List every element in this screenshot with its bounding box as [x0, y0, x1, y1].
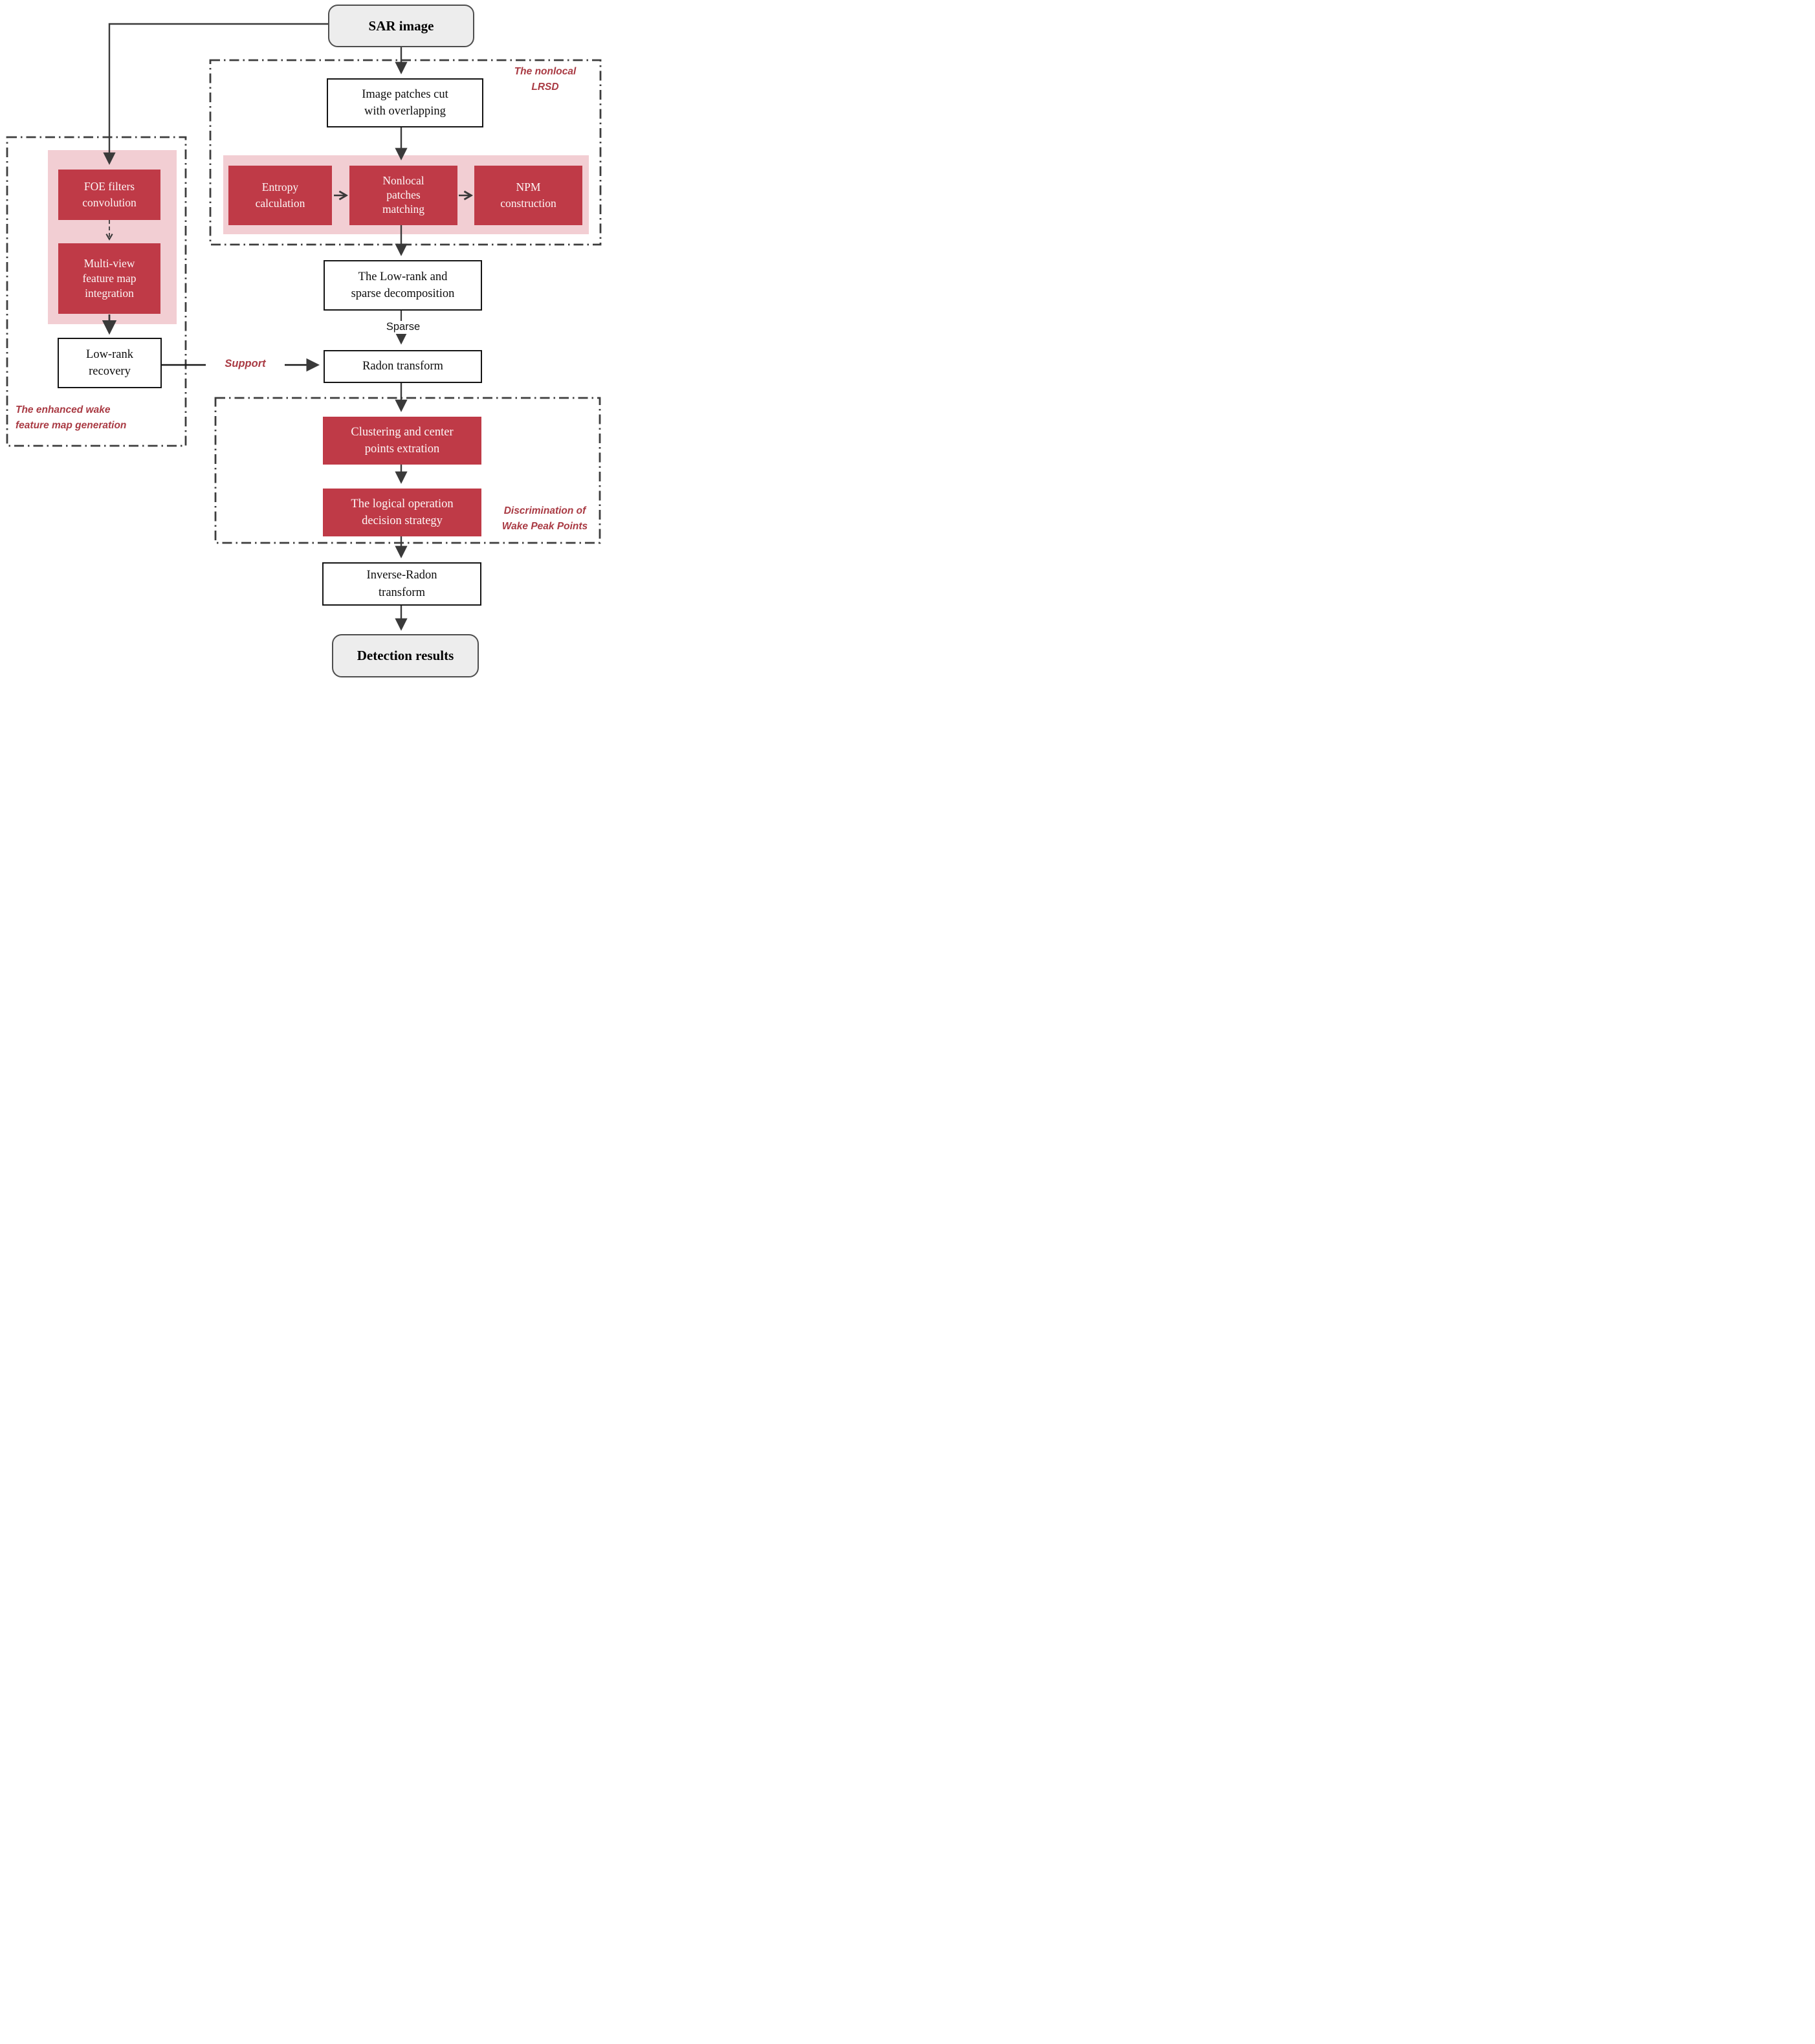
region-label-line: The nonlocal — [514, 66, 577, 77]
node-label-line: calculation — [255, 197, 305, 210]
region-label-line: The enhanced wake — [16, 404, 111, 415]
node-lowrank-recovery: Low-rank recovery — [58, 338, 162, 388]
region-label-line: feature map generation — [16, 420, 127, 432]
node-label-line: feature map — [82, 272, 137, 285]
node-label-line: convolution — [82, 196, 137, 209]
node-label-line: The logical operation — [351, 497, 454, 511]
region-enhanced-wake-border — [6, 136, 187, 447]
node-label-line: with overlapping — [364, 105, 446, 118]
node-label: SAR image — [368, 17, 434, 34]
node-lrsd-decomposition: The Low-rank and sparse decomposition — [324, 260, 482, 311]
node-inverse-radon: Inverse-Radon transform — [322, 562, 481, 606]
region-label-line: LRSD — [531, 82, 559, 93]
node-label-line: NPM — [516, 180, 541, 193]
node-label: Radon transform — [362, 360, 443, 373]
node-foe-filters: FOE filters convolution — [58, 170, 160, 220]
arrow-sar-to-foe — [103, 23, 328, 165]
node-npm-construction: NPM construction — [474, 166, 582, 225]
node-label-line: sparse decomposition — [351, 287, 455, 300]
node-label-line: Multi-view — [83, 257, 135, 270]
node-label-line: patches — [386, 188, 421, 202]
node-clustering-extraction: Clustering and center points extration — [323, 417, 481, 465]
node-label: Detection results — [357, 648, 454, 663]
node-label-line: Image patches cut — [362, 87, 448, 101]
node-detection-results: Detection results — [332, 634, 479, 677]
edge-label-support: Support — [206, 358, 285, 371]
node-label-line: recovery — [89, 365, 131, 378]
node-label-line: transform — [379, 586, 425, 599]
node-label-line: matching — [382, 202, 425, 215]
node-label-line: decision strategy — [362, 514, 443, 527]
node-multiview-integration: Multi-view feature map integration — [58, 243, 160, 314]
node-label-line: integration — [85, 286, 134, 300]
node-radon-transform: Radon transform — [324, 350, 482, 383]
region-discrimination-border — [214, 397, 601, 544]
region-label-line: Wake Peak Points — [501, 521, 588, 533]
region-label-enhanced-wake: The enhanced wake feature map generation — [16, 402, 177, 434]
node-logical-decision: The logical operation decision strategy — [323, 489, 481, 536]
node-image-patches: Image patches cut with overlapping — [327, 78, 483, 127]
node-sar-image: SAR image — [328, 5, 474, 47]
edge-label-sparse: Sparse — [377, 321, 430, 334]
node-label-line: Inverse-Radon — [366, 569, 437, 582]
region-label-discrimination: Discrimination of Wake Peak Points — [487, 503, 603, 534]
node-label-line: Nonlocal — [382, 174, 424, 188]
flowchart-canvas: SAR image Image patches cut with overlap… — [0, 0, 605, 681]
region-label-line: Discrimination of — [503, 505, 586, 516]
node-label-line: The Low-rank and — [358, 270, 448, 283]
node-label-line: construction — [500, 197, 556, 210]
node-nonlocal-patches-matching: Nonlocal patches matching — [349, 166, 457, 225]
region-label-nonlocal-lrsd: The nonlocal LRSD — [495, 64, 595, 95]
node-label-line: Entropy — [261, 180, 299, 193]
node-label-line: Clustering and center — [351, 425, 454, 439]
node-entropy-calculation: Entropy calculation — [228, 166, 332, 225]
node-label-line: FOE filters — [83, 179, 135, 193]
node-label-line: Low-rank — [86, 347, 133, 361]
node-label-line: points extration — [364, 443, 440, 456]
